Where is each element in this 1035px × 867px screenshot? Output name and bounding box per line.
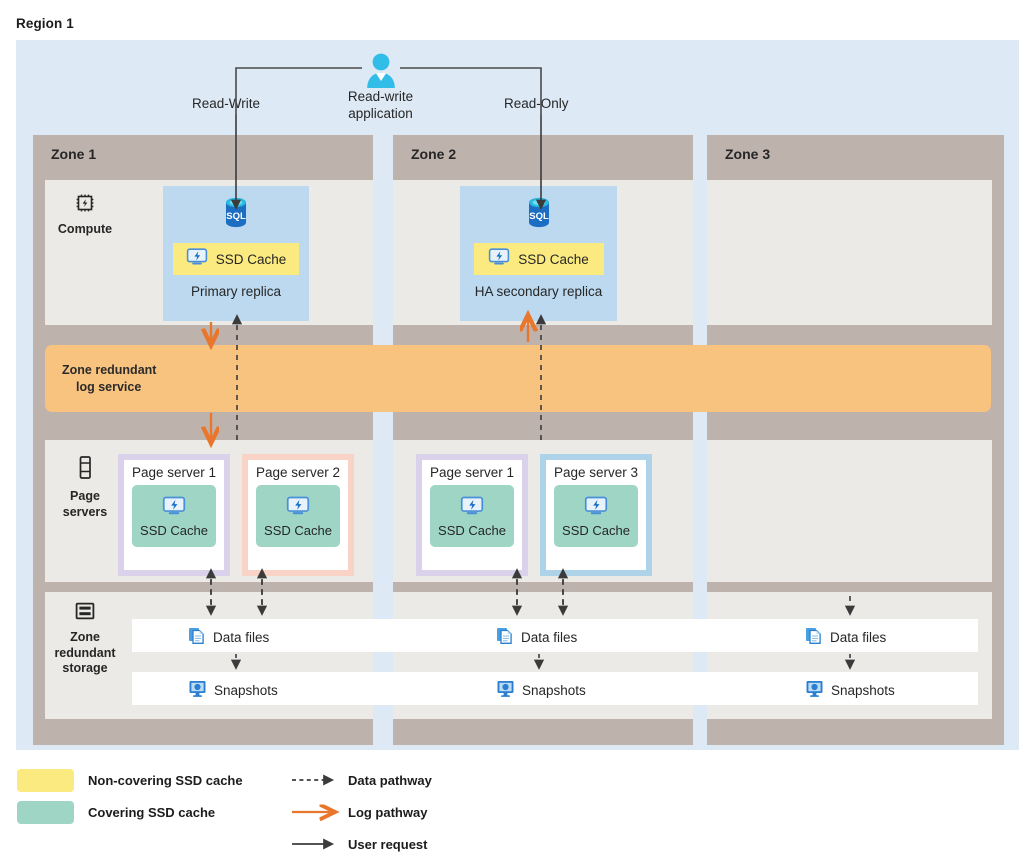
page-server-2-cache: SSD Cache <box>256 485 340 547</box>
ssd-drive-icon <box>286 495 310 521</box>
page-server-2-title: Page server 2 <box>255 465 341 480</box>
snapshot-icon <box>188 679 207 701</box>
read-write-path-label: Read-Write <box>192 96 261 111</box>
page-server-1-title: Page server 1 <box>131 465 217 480</box>
compute-label-text: Compute <box>57 222 113 237</box>
compute-band-zone3 <box>707 180 992 325</box>
snapshots-row <box>132 672 978 705</box>
legend-label-covering: Covering SSD cache <box>88 805 216 820</box>
read-write-application-label: Read-write application <box>318 89 443 123</box>
snapshots-label-3: Snapshots <box>831 682 895 698</box>
storage-label-line3: storage <box>62 660 108 675</box>
legend-label-user-request: User request <box>348 837 428 852</box>
page-server-4-cache-label: SSD Cache <box>562 522 630 538</box>
page-server-1-cache: SSD Cache <box>132 485 216 547</box>
pageservers-label-line2: servers <box>62 504 108 519</box>
data-files-row <box>132 619 978 652</box>
primary-ssd-cache-badge: SSD Cache <box>173 243 299 275</box>
app-label-line2: application <box>348 105 413 121</box>
data-files-item-zone3[interactable]: Data files <box>805 626 886 648</box>
zone-3-label: Zone 3 <box>725 145 771 162</box>
app-label-line1: Read-write <box>347 89 414 104</box>
page-server-card-1[interactable]: Page server 1 SSD Cache <box>118 454 230 576</box>
svg-text:SQL: SQL <box>529 211 549 222</box>
ssd-drive-icon <box>584 495 608 521</box>
page-server-4-title: Page server 3 <box>553 465 639 480</box>
data-files-label-2: Data files <box>521 629 578 645</box>
compute-row-label: Compute <box>42 192 128 238</box>
snapshot-icon <box>496 679 515 701</box>
snapshots-label-1: Snapshots <box>214 682 278 698</box>
documents-icon <box>805 626 823 648</box>
page-server-1-cache-label: SSD Cache <box>140 522 208 538</box>
ha-secondary-ssd-cache-badge: SSD Cache <box>473 243 604 275</box>
storage-icon <box>42 600 128 626</box>
storage-row-label: Zone redundant storage <box>42 600 128 676</box>
zone-2-label: Zone 2 <box>411 145 457 162</box>
zone-3-header: Zone 3 <box>707 135 1004 172</box>
ssd-drive-icon <box>186 247 208 271</box>
pageservers-row-label: Page servers <box>42 455 128 520</box>
page-server-card-2[interactable]: Page server 2 SSD Cache <box>242 454 354 576</box>
data-files-item-zone2[interactable]: Data files <box>496 626 577 648</box>
ha-secondary-ssd-cache-label: SSD Cache <box>518 251 589 267</box>
primary-replica-card[interactable]: SQL SSD Cache Primary replica <box>163 186 309 321</box>
pageservers-band-zone3 <box>707 440 992 582</box>
sql-database-icon: SQL <box>524 196 554 237</box>
data-files-item-zone1[interactable]: Data files <box>188 626 269 648</box>
page-server-3-cache: SSD Cache <box>430 485 514 547</box>
page-server-3-title: Page server 1 <box>429 465 515 480</box>
ha-secondary-replica-card[interactable]: SQL SSD Cache HA secondary replica <box>460 186 617 321</box>
zone-redundant-log-service: Zone redundant log service <box>45 345 991 412</box>
cpu-chip-icon <box>42 192 128 218</box>
primary-replica-label: Primary replica <box>190 284 282 299</box>
page-server-card-4[interactable]: Page server 3 SSD Cache <box>540 454 652 576</box>
zone-2-header: Zone 2 <box>393 135 693 172</box>
documents-icon <box>188 626 206 648</box>
legend-label-noncovering: Non-covering SSD cache <box>88 773 243 788</box>
legend-label-log-pathway: Log pathway <box>348 805 428 820</box>
server-icon <box>42 455 128 485</box>
ssd-drive-icon <box>162 495 186 521</box>
snapshots-item-zone3[interactable]: Snapshots <box>805 679 895 701</box>
zone-1-label: Zone 1 <box>51 145 97 162</box>
ssd-drive-icon <box>460 495 484 521</box>
log-service-line2: log service <box>76 379 142 394</box>
user-icon <box>363 52 399 95</box>
snapshots-label-2: Snapshots <box>522 682 586 698</box>
data-files-label-3: Data files <box>830 629 887 645</box>
snapshot-icon <box>805 679 824 701</box>
legend-swatch-covering <box>17 801 74 824</box>
storage-label-line1: Zone <box>70 630 100 645</box>
region-title: Region 1 <box>16 16 74 31</box>
zone-1-header: Zone 1 <box>33 135 373 172</box>
ha-secondary-replica-label: HA secondary replica <box>474 284 603 299</box>
svg-text:SQL: SQL <box>226 211 246 222</box>
ssd-drive-icon <box>488 247 510 271</box>
primary-ssd-cache-label: SSD Cache <box>215 251 287 267</box>
legend-label-data-pathway: Data pathway <box>348 773 432 788</box>
read-only-path-label: Read-Only <box>504 96 569 111</box>
snapshots-item-zone2[interactable]: Snapshots <box>496 679 586 701</box>
legend-swatch-noncovering <box>17 769 74 792</box>
sql-database-icon: SQL <box>221 196 251 237</box>
page-server-card-3[interactable]: Page server 1 SSD Cache <box>416 454 528 576</box>
pageservers-label-line1: Page <box>70 489 100 504</box>
log-service-line1: Zone redundant <box>62 363 157 378</box>
snapshots-item-zone1[interactable]: Snapshots <box>188 679 278 701</box>
page-server-2-cache-label: SSD Cache <box>264 522 332 538</box>
data-files-label-1: Data files <box>213 629 270 645</box>
page-server-4-cache: SSD Cache <box>554 485 638 547</box>
documents-icon <box>496 626 514 648</box>
storage-label-line2: redundant <box>54 645 116 660</box>
page-server-3-cache-label: SSD Cache <box>438 522 506 538</box>
